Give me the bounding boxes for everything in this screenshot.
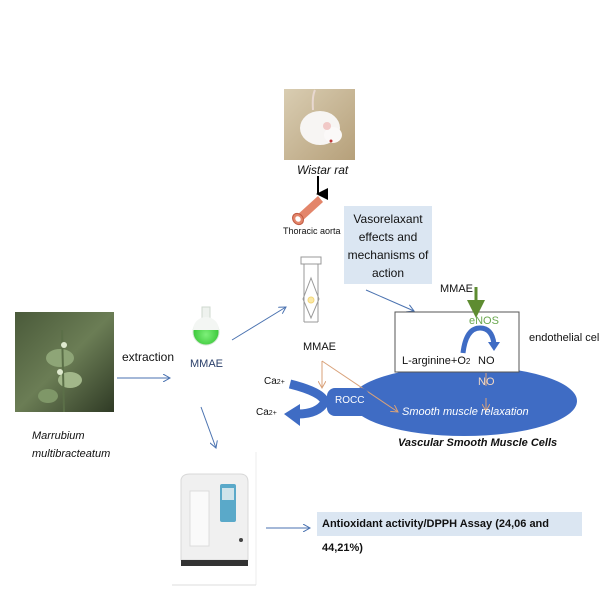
smooth-muscle-cell-shape xyxy=(351,366,577,436)
arrow-mmae-to-relaxation xyxy=(321,360,398,412)
plant-caption-species: multibracteatum xyxy=(32,448,111,460)
smc-mmae-label: MMAE xyxy=(303,341,336,353)
flask-icon xyxy=(192,306,220,346)
endothelial-mmae-label: MMAE xyxy=(440,283,473,295)
plant-caption-genus: Marrubium xyxy=(32,430,85,442)
organ-bath-icon xyxy=(300,256,322,323)
endothelial-cell-label: endothelial cell xyxy=(529,332,600,344)
antioxidant-box: Antioxidant activity/DPPH Assay (24,06 a… xyxy=(317,512,582,554)
rocc-channel-shape xyxy=(327,388,369,416)
plant-photo xyxy=(15,312,114,413)
no-smc-label: NO xyxy=(478,376,495,388)
enos-label: eNOS xyxy=(469,315,499,327)
calcium-out-label: Ca2+ xyxy=(256,407,277,418)
vasorelaxant-box: Vasorelaxant effects and mechanisms of a… xyxy=(344,206,432,284)
arrow-flask-to-bath xyxy=(231,307,286,341)
relaxation-label: Smooth muscle relaxation xyxy=(402,406,529,418)
calcium-efflux-arrow xyxy=(288,379,330,419)
enos-curved-arrow xyxy=(460,325,497,354)
spectrophotometer-photo xyxy=(172,452,257,586)
arrow-vasorelaxant-to-endothelium xyxy=(365,289,414,311)
rat-photo xyxy=(284,89,355,160)
no-endothelial-label: NO xyxy=(478,355,495,367)
arrow-flask-to-spectro xyxy=(200,406,216,448)
aorta-icon xyxy=(292,196,323,226)
flask-caption: MMAE xyxy=(190,358,223,370)
smc-cell-label: Vascular Smooth Muscle Cells xyxy=(398,437,558,449)
rocc-label: ROCC xyxy=(335,395,365,406)
aorta-caption: Thoracic aorta xyxy=(283,226,341,236)
l-arginine-label: L-arginine+O2 xyxy=(402,355,471,367)
rat-caption: Wistar rat xyxy=(297,163,349,177)
calcium-in-label: Ca2+ xyxy=(264,376,285,387)
extraction-label: extraction xyxy=(122,350,175,364)
